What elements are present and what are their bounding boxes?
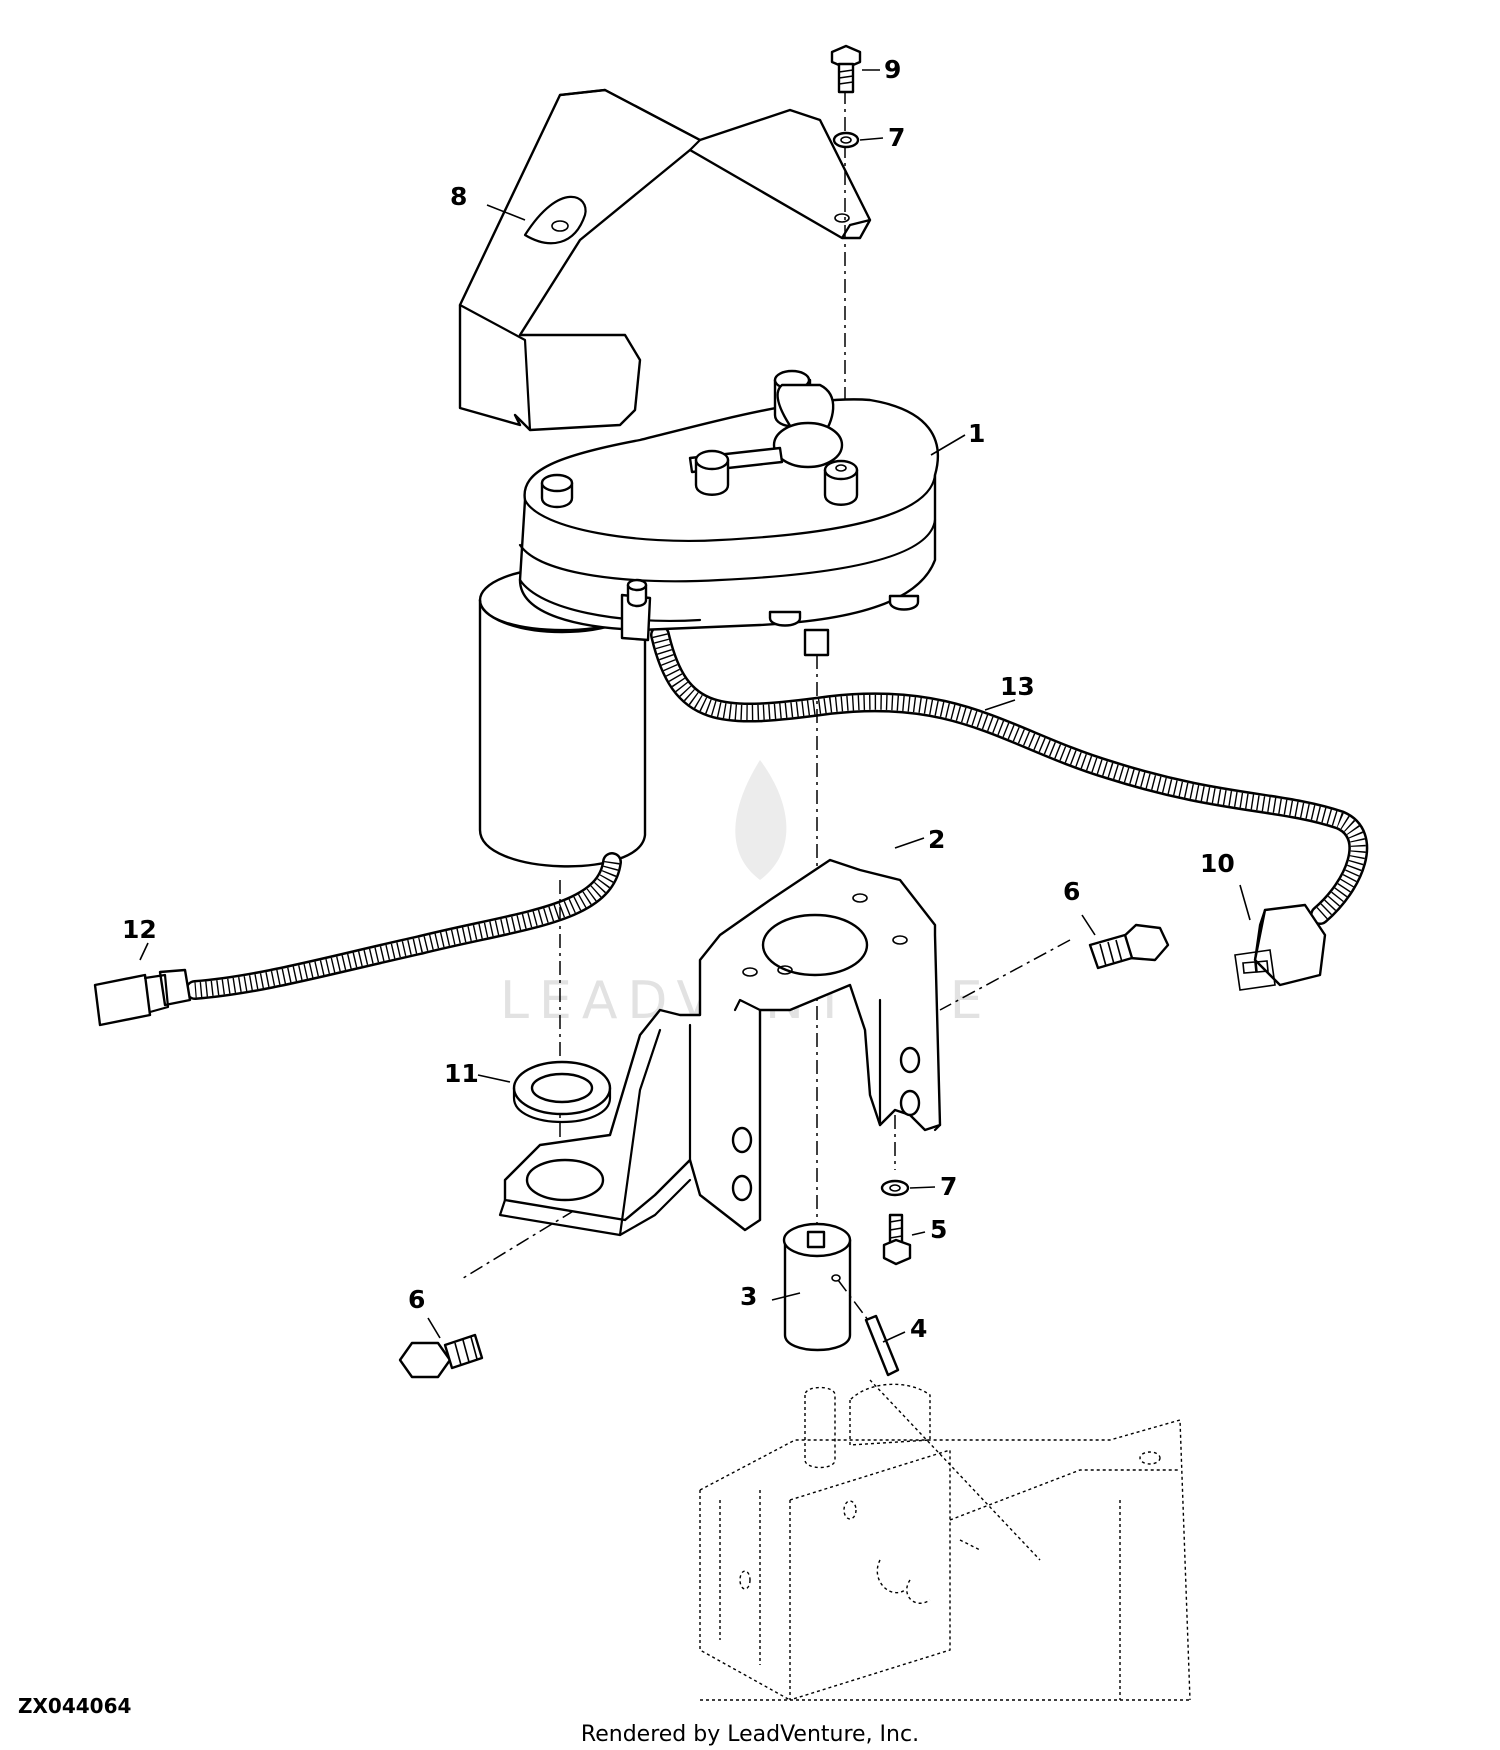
part-11-washer <box>512 1060 612 1123</box>
callout-1: 1 <box>968 419 985 448</box>
render-credit: Rendered by LeadVenture, Inc. <box>580 1722 920 1747</box>
callout-7-top: 7 <box>888 123 905 152</box>
callout-11: 11 <box>444 1059 479 1088</box>
part-5-screw <box>882 1213 912 1266</box>
callout-6-left: 6 <box>408 1285 425 1314</box>
part-4-pin <box>837 1279 900 1377</box>
part-12-harness <box>185 852 622 1000</box>
part-9-bolt <box>830 44 862 94</box>
part-10-connector <box>1234 903 1327 991</box>
part-2-mounting-bracket <box>498 858 942 1237</box>
callout-13: 13 <box>1000 672 1035 701</box>
callout-labels: 1 2 3 4 5 6 6 7 7 8 9 10 11 12 13 <box>122 55 1235 1343</box>
callout-2: 2 <box>928 825 945 854</box>
callout-6-right: 6 <box>1063 877 1080 906</box>
callout-12: 12 <box>122 915 157 944</box>
part-3-coupler <box>782 1222 852 1352</box>
part-7-washer-top <box>832 131 860 149</box>
part-1-gearbox <box>518 369 940 657</box>
part-8-cover-bracket <box>458 88 872 432</box>
part-7-washer-lower <box>880 1179 910 1197</box>
part-12-connector <box>93 968 192 1027</box>
callout-8: 8 <box>450 182 467 211</box>
callout-10: 10 <box>1200 849 1235 878</box>
callout-7-lower: 7 <box>940 1172 957 1201</box>
callout-3: 3 <box>740 1282 757 1311</box>
part-6-bolt-right <box>1088 923 1170 970</box>
leader-lines <box>139 69 1251 1343</box>
callout-4: 4 <box>910 1314 927 1343</box>
part-13-wiring-harness <box>650 625 1369 925</box>
part-6-bolt-left <box>398 1333 484 1379</box>
callout-5: 5 <box>930 1215 947 1244</box>
diagram-id-label: ZX044064 <box>18 1694 132 1718</box>
reference-frame <box>699 1379 1191 1701</box>
callout-9: 9 <box>884 55 901 84</box>
